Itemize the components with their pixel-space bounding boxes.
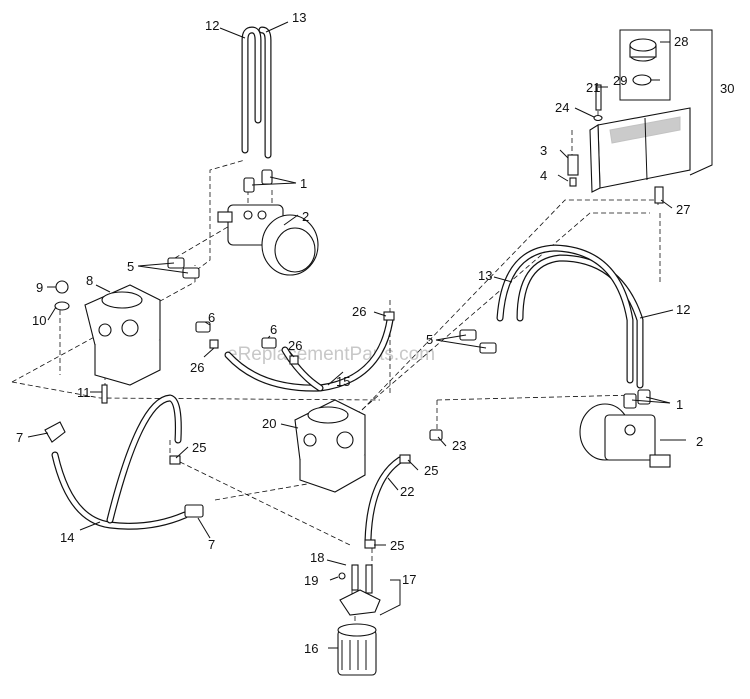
callout-5-left: 5 (127, 259, 134, 274)
callout-10: 10 (32, 313, 46, 328)
callout-12-right: 12 (676, 302, 690, 317)
callout-27: 27 (676, 202, 690, 217)
callout-26-center: 26 (288, 338, 302, 353)
callout-25-center: 25 (424, 463, 438, 478)
hydraulic-pump-center (294, 399, 366, 493)
callout-2-right: 2 (696, 434, 703, 449)
callout-7-bottom: 7 (208, 537, 215, 552)
hoses (51, 26, 644, 544)
callout-6-left: 6 (208, 310, 215, 325)
callout-23: 23 (452, 438, 466, 453)
callout-28: 28 (674, 34, 688, 49)
callout-3: 3 (540, 143, 547, 158)
callout-12-top: 12 (205, 18, 219, 33)
leader-lines (27, 21, 713, 649)
callout-16: 16 (304, 641, 318, 656)
callout-24: 24 (555, 100, 569, 115)
callout-13-top: 13 (292, 10, 306, 25)
callout-25-bottom: 25 (390, 538, 404, 553)
callout-18: 18 (310, 550, 324, 565)
hydraulic-motor-right (579, 403, 671, 468)
callout-22: 22 (400, 484, 414, 499)
callout-4: 4 (540, 168, 547, 183)
callout-5-right: 5 (426, 332, 433, 347)
callout-29: 29 (613, 73, 627, 88)
oil-filter (337, 623, 377, 676)
callout-14: 14 (60, 530, 74, 545)
callout-8: 8 (86, 273, 93, 288)
callout-1-top: 1 (300, 176, 307, 191)
watermark-text: eReplacementParts.com (227, 344, 435, 365)
callout-20: 20 (262, 416, 276, 431)
callout-30: 30 (720, 81, 734, 96)
filter-base (339, 564, 381, 616)
callout-26-left: 26 (190, 360, 204, 375)
callout-21: 21 (586, 80, 600, 95)
callout-25-left: 25 (192, 440, 206, 455)
hydraulic-motor-top (217, 204, 319, 276)
callout-15: 15 (336, 374, 350, 389)
callout-26-right: 26 (352, 304, 366, 319)
callout-13-right: 13 (478, 268, 492, 283)
callout-11: 11 (77, 385, 91, 400)
reservoir-cap (629, 38, 657, 62)
hydraulic-reservoir (589, 107, 691, 193)
callout-2-top: 2 (302, 209, 309, 224)
hydraulic-pump-left (84, 284, 161, 386)
callout-17: 17 (402, 572, 416, 587)
callout-labels: 12 13 1 2 5 9 10 8 11 6 26 6 26 15 26 5 … (16, 10, 734, 656)
callout-1-right: 1 (676, 397, 683, 412)
callout-6-center: 6 (270, 322, 277, 337)
callout-9: 9 (36, 280, 43, 295)
o-ring (632, 74, 652, 86)
callout-19: 19 (304, 573, 318, 588)
callout-7-left: 7 (16, 430, 23, 445)
